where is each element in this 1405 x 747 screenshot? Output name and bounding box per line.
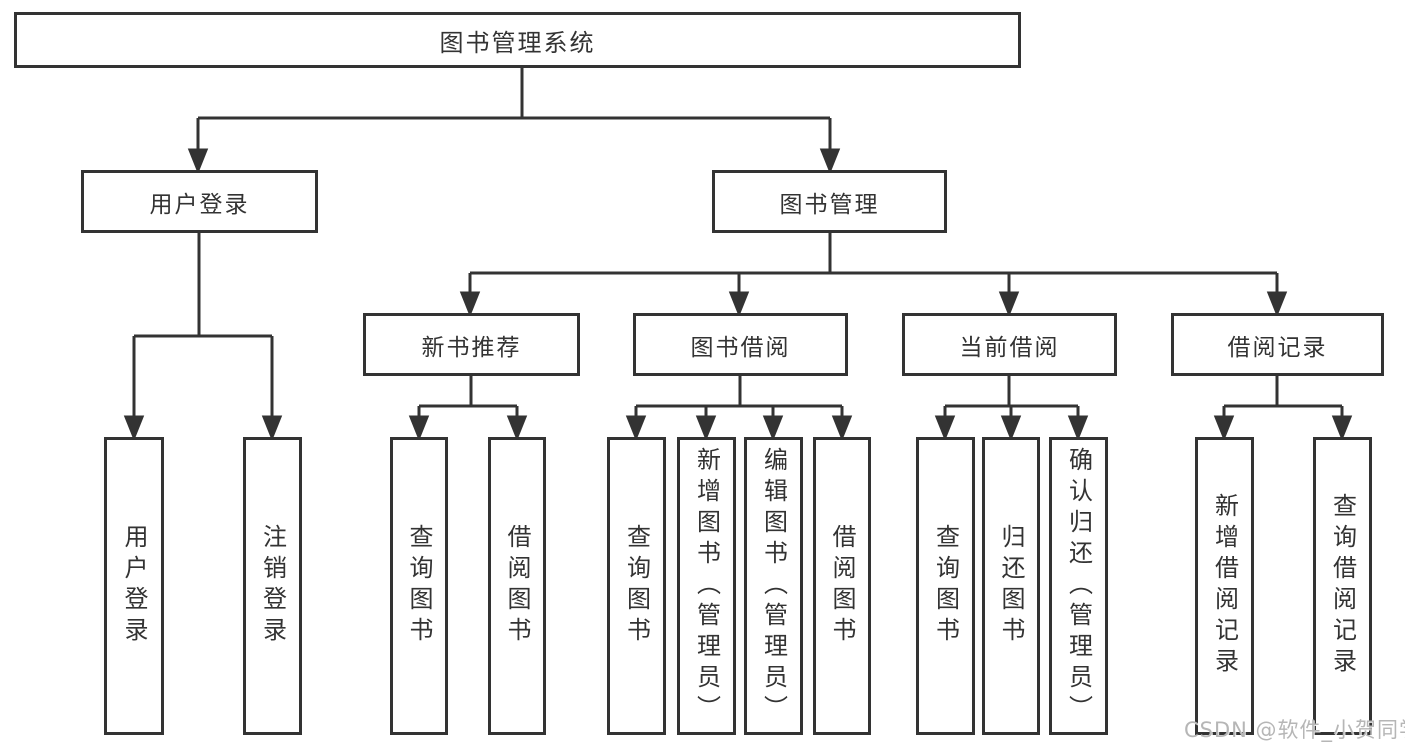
user-login-branch-node: 用户登录 (81, 170, 318, 233)
recommend-query-books-node: 查询图书 (390, 437, 448, 735)
connector-book-management-to-level3 (459, 232, 1288, 318)
borrow-add-books-admin-label: 新增图书（管理员） (692, 446, 721, 726)
user-login-leaf-node: 用户登录 (104, 437, 164, 735)
new-book-recommend-label: 新书推荐 (421, 334, 522, 361)
current-confirm-return-admin-label: 确认归还（管理员） (1064, 446, 1093, 726)
root-node: 图书管理系统 (14, 12, 1021, 68)
connector-borrow-record-to-leaves (1213, 376, 1353, 442)
logout-leaf-label: 注销登录 (258, 524, 287, 648)
connector-new-book-recommend-to-leaves (408, 376, 528, 442)
connector-root-to-level2 (187, 68, 841, 175)
record-add-borrow-record-label: 新增借阅记录 (1210, 493, 1239, 679)
recommend-query-books-label: 查询图书 (405, 524, 433, 648)
book-borrow-node: 图书借阅 (633, 313, 848, 376)
borrow-query-books-node: 查询图书 (607, 437, 666, 735)
csdn-watermark: CSDN @软件_小贺同学 (1184, 718, 1405, 742)
connector-book-borrow-to-leaves (625, 376, 853, 442)
borrow-borrow-books-node: 借阅图书 (813, 437, 871, 735)
borrow-record-label: 借阅记录 (1227, 334, 1328, 361)
book-borrow-label: 图书借阅 (690, 334, 791, 361)
connector-current-borrow-to-leaves (934, 376, 1089, 442)
borrow-edit-books-admin-node: 编辑图书（管理员） (744, 437, 803, 735)
current-return-books-node: 归还图书 (982, 437, 1040, 735)
current-borrow-node: 当前借阅 (902, 313, 1117, 376)
book-management-node: 图书管理 (712, 170, 947, 233)
book-management-label: 图书管理 (779, 191, 880, 218)
user-login-leaf-label: 用户登录 (120, 524, 148, 648)
borrow-record-node: 借阅记录 (1171, 313, 1384, 376)
recommend-borrow-books-node: 借阅图书 (488, 437, 546, 735)
current-borrow-label: 当前借阅 (959, 334, 1060, 361)
new-book-recommend-node: 新书推荐 (363, 313, 580, 376)
borrow-query-books-label: 查询图书 (622, 524, 651, 648)
borrow-borrow-books-label: 借阅图书 (828, 524, 856, 648)
root-node-label: 图书管理系统 (439, 28, 596, 57)
recommend-borrow-books-label: 借阅图书 (503, 524, 531, 648)
record-add-borrow-record-node: 新增借阅记录 (1195, 437, 1254, 735)
current-confirm-return-admin-node: 确认归还（管理员） (1049, 437, 1108, 735)
current-query-books-label: 查询图书 (931, 524, 960, 648)
user-login-branch-label: 用户登录 (149, 191, 250, 218)
logout-leaf-node: 注销登录 (243, 437, 302, 735)
borrow-edit-books-admin-label: 编辑图书（管理员） (759, 446, 788, 726)
connector-user-login-to-leaves (123, 233, 283, 442)
record-query-borrow-record-label: 查询借阅记录 (1328, 493, 1357, 679)
current-query-books-node: 查询图书 (916, 437, 975, 735)
borrow-add-books-admin-node: 新增图书（管理员） (677, 437, 736, 735)
current-return-books-label: 归还图书 (997, 524, 1025, 648)
record-query-borrow-record-node: 查询借阅记录 (1313, 437, 1372, 735)
